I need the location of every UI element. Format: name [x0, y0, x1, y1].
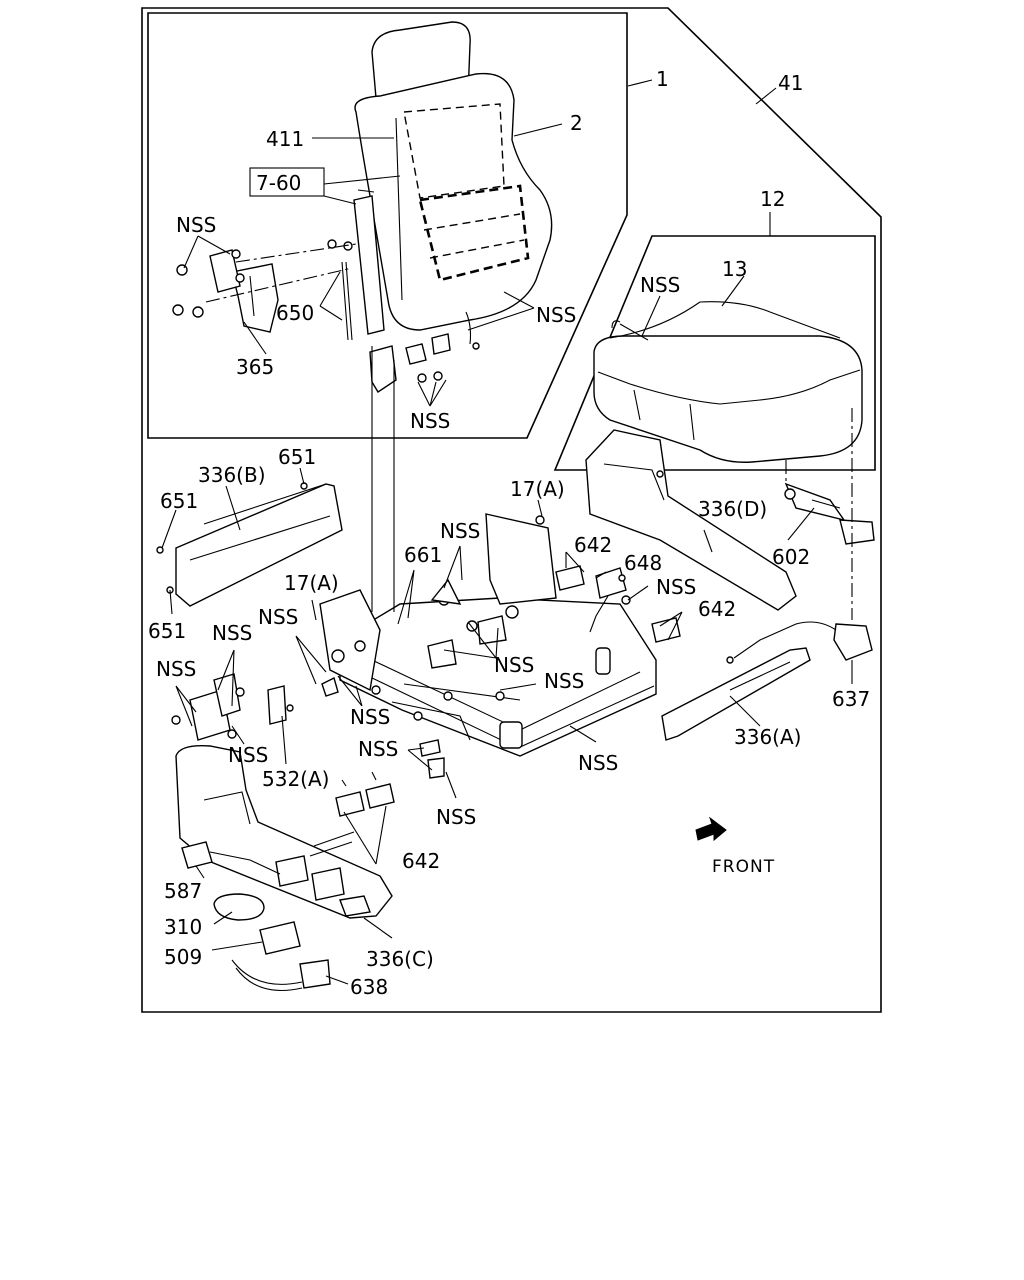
left-brackets — [171, 673, 294, 741]
seat-cushion-drawing — [593, 301, 863, 463]
label-12: 12 — [760, 187, 785, 211]
label-front: FRONT — [712, 857, 775, 877]
label-nss-frame-top: NSS — [440, 519, 480, 543]
label-642-mid: 642 — [698, 597, 736, 621]
label-509: 509 — [164, 945, 202, 969]
label-336c: 336(C) — [366, 947, 434, 971]
leader-lines — [161, 79, 853, 985]
guide-lines — [371, 346, 853, 620]
label-nss-clip: NSS — [358, 737, 398, 761]
label-nss-bolt: NSS — [436, 805, 476, 829]
label-661: 661 — [404, 543, 442, 567]
label-nss-648: NSS — [656, 575, 696, 599]
label-336d: 336(D) — [698, 497, 767, 521]
side-cover-336c — [175, 745, 393, 919]
label-336b: 336(B) — [198, 463, 266, 487]
cushion-box — [553, 235, 876, 471]
seat-belt-tongue-602 — [784, 482, 875, 545]
label-nss-cushion: NSS — [640, 273, 680, 297]
label-nss-frame-mid: NSS — [494, 653, 534, 677]
switch-637 — [726, 621, 873, 664]
label-nss-17a-left: NSS — [258, 605, 298, 629]
clips-642 — [335, 565, 681, 817]
label-41: 41 — [778, 71, 803, 95]
label-651-b: 651 — [160, 489, 198, 513]
label-651-c: 651 — [148, 619, 186, 643]
label-642-top: 642 — [574, 533, 612, 557]
label-nss-frame-right: NSS — [544, 669, 584, 693]
label-638: 638 — [350, 975, 388, 999]
seat-back-box — [147, 12, 628, 439]
seat-frame-drawing — [319, 513, 657, 757]
label-nss-rail: NSS — [578, 751, 618, 775]
seat-belt-buckle-648 — [589, 567, 631, 633]
label-1: 1 — [656, 67, 669, 91]
assembly-41-boundary — [141, 7, 882, 1013]
small-parts — [181, 841, 331, 992]
side-cover-336a — [661, 647, 811, 741]
label-587: 587 — [164, 879, 202, 903]
label-nss-back-bottom: NSS — [410, 409, 450, 433]
label-7-60: 7-60 — [256, 171, 301, 195]
label-411: 411 — [266, 127, 304, 151]
label-nss-left-low: NSS — [228, 743, 268, 767]
label-2: 2 — [570, 111, 583, 135]
label-532a: 532(A) — [262, 767, 329, 791]
label-602: 602 — [772, 545, 810, 569]
label-365: 365 — [236, 355, 274, 379]
label-650: 650 — [276, 301, 314, 325]
seat-back-drawing — [172, 21, 553, 393]
side-cover-336b — [156, 482, 343, 607]
label-17a-top: 17(A) — [510, 477, 565, 501]
label-nss-left-upper: NSS — [212, 621, 252, 645]
callout-labels: 1 41 2 411 7-60 NSS 650 NSS 365 NSS 12 1… — [148, 67, 870, 999]
label-310: 310 — [164, 915, 202, 939]
label-336a: 336(A) — [734, 725, 801, 749]
label-nss-back-left: NSS — [176, 213, 216, 237]
label-nss-back-right: NSS — [536, 303, 576, 327]
label-nss-left-far: NSS — [156, 657, 196, 681]
label-17a-left: 17(A) — [284, 571, 339, 595]
label-nss-frame-low: NSS — [350, 705, 390, 729]
label-637: 637 — [832, 687, 870, 711]
label-642-low: 642 — [402, 849, 440, 873]
front-arrow-icon — [695, 816, 727, 842]
label-648: 648 — [624, 551, 662, 575]
side-cover-336d — [585, 429, 797, 611]
label-651-a: 651 — [278, 445, 316, 469]
ref-7-60-box — [249, 167, 325, 197]
label-13: 13 — [722, 257, 747, 281]
